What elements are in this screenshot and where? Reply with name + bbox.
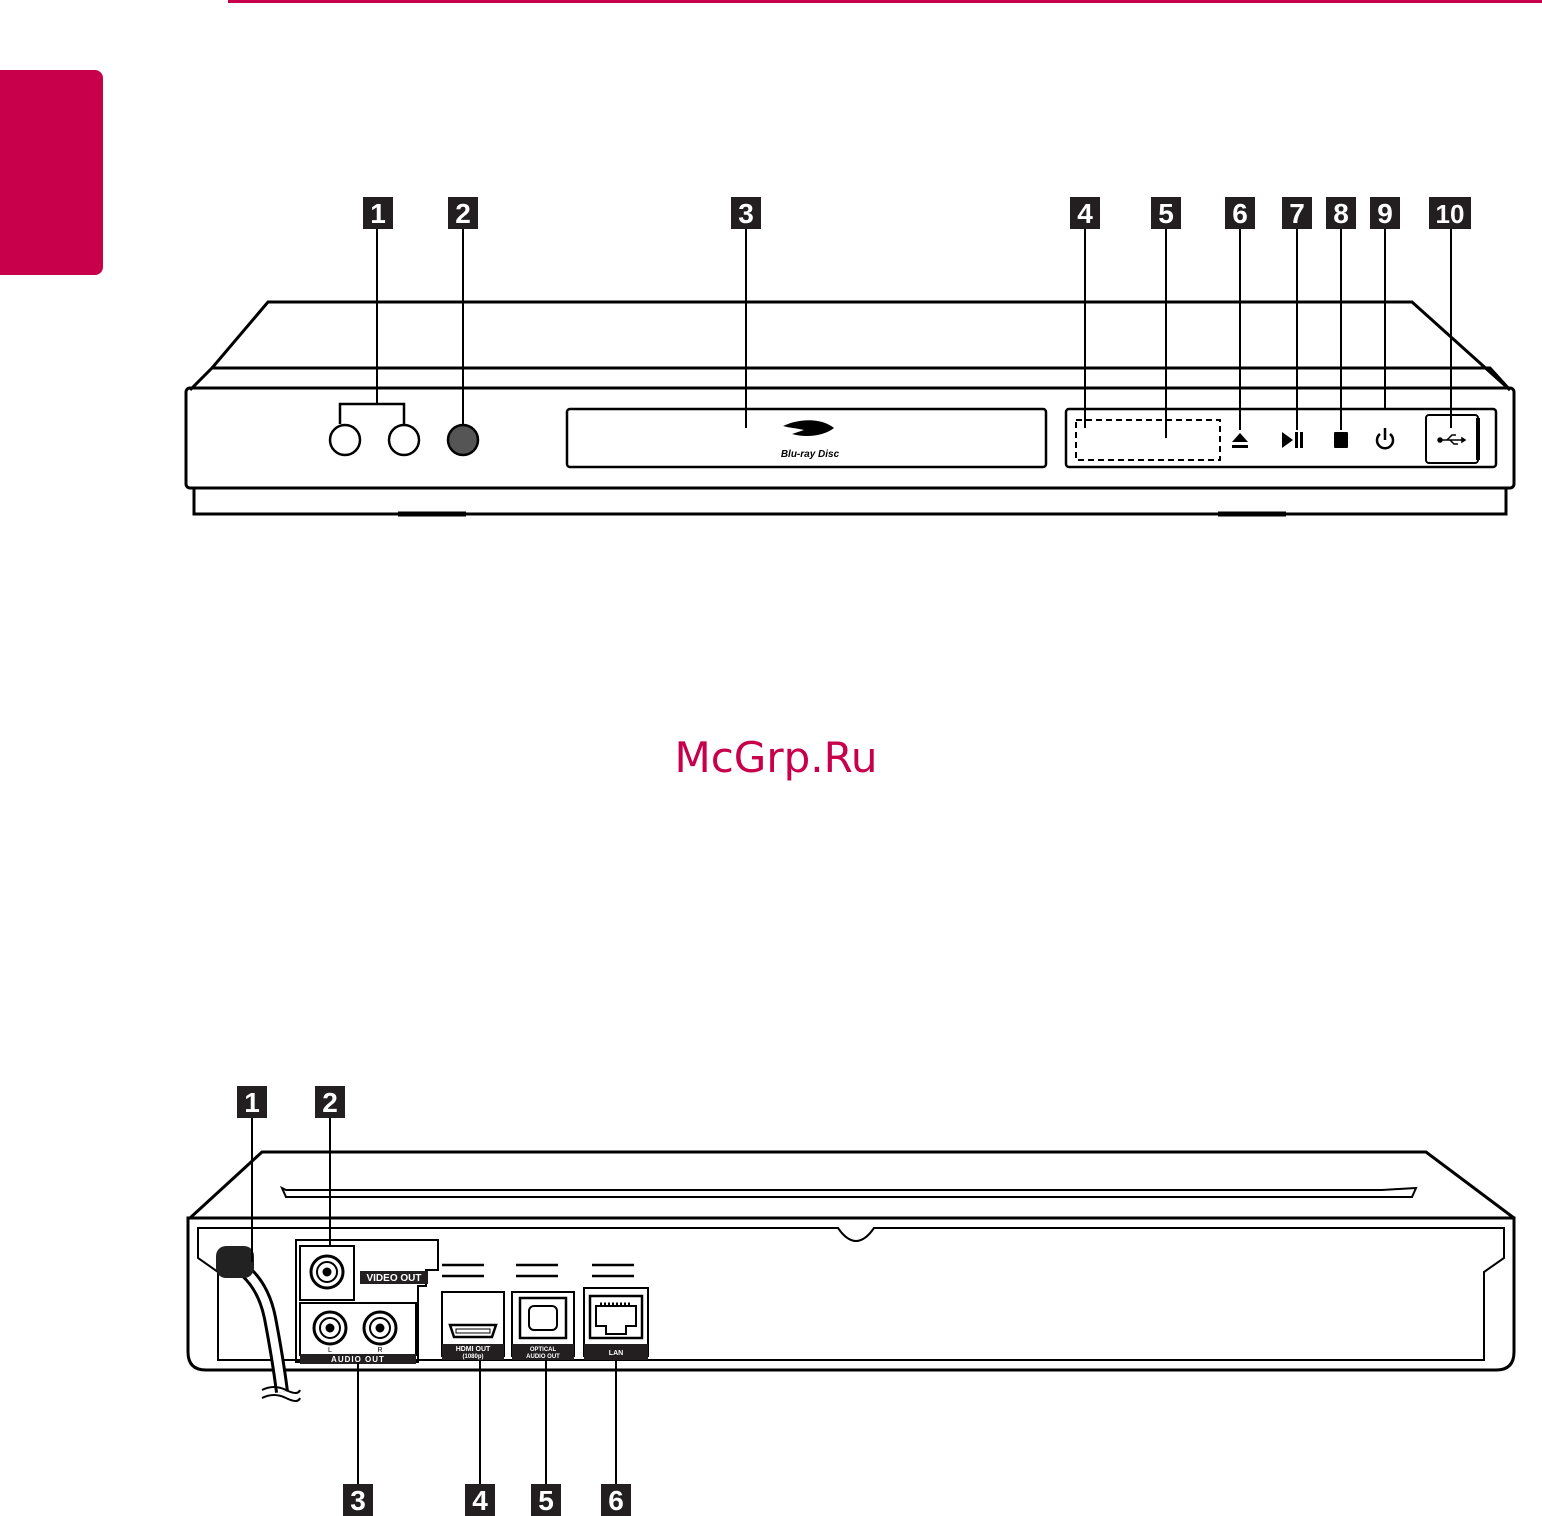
display-window: [1076, 420, 1220, 460]
front-callout-8: 8: [1326, 197, 1356, 229]
front-callout-9-label: 9: [1377, 198, 1393, 229]
front-callout-6-label: 6: [1232, 198, 1248, 229]
front-base: [194, 488, 1506, 514]
video-out-jack[interactable]: [311, 1256, 343, 1288]
rear-top-surface: [190, 1152, 1514, 1218]
rear-inner-frame: [198, 1228, 1504, 1360]
front-callout-8-label: 8: [1333, 198, 1349, 229]
front-callouts: 1 2 3 4 5 6 7 8: [363, 197, 1471, 229]
rear-callout-3: 3: [343, 1484, 373, 1516]
audio-l-label: L: [328, 1347, 332, 1354]
front-callout-10: 10: [1429, 197, 1471, 229]
stop-icon[interactable]: [1334, 432, 1348, 448]
video-out-label: VIDEO OUT: [366, 1273, 421, 1284]
front-callout-5: 5: [1151, 197, 1181, 229]
front-jack-left: [330, 425, 360, 455]
audio-out-right-jack[interactable]: [364, 1312, 396, 1344]
remote-sensor: [448, 425, 478, 455]
bluray-logo-text: Blu-ray Disc: [781, 449, 840, 460]
front-callout-4-label: 4: [1077, 198, 1093, 229]
audio-out-left-jack[interactable]: [314, 1312, 346, 1344]
front-jack-right: [389, 425, 419, 455]
front-callout-9: 9: [1370, 197, 1400, 229]
rear-callout-6: 6: [601, 1484, 631, 1516]
front-callout-1: 1: [363, 197, 393, 229]
rear-callout-5-label: 5: [538, 1485, 554, 1516]
front-top-surface: [212, 302, 1510, 390]
front-callout-3-label: 3: [738, 198, 754, 229]
bluray-logo: Blu-ray Disc: [781, 420, 840, 460]
rear-panel: [188, 1152, 1514, 1370]
rear-callout-2-label: 2: [322, 1087, 338, 1118]
front-leader-lines: [377, 229, 1451, 438]
rear-callout-4-label: 4: [472, 1485, 488, 1516]
watermark: McGrp.Ru: [674, 733, 877, 782]
hdmi-out-label: HDMI OUT: [456, 1346, 491, 1353]
front-callout-2-label: 2: [455, 198, 471, 229]
rear-callout-1-label: 1: [244, 1087, 260, 1118]
front-panel: [186, 302, 1514, 514]
rear-top-groove: [282, 1188, 1416, 1197]
power-icon[interactable]: [1377, 428, 1393, 448]
control-panel: [1066, 409, 1496, 467]
rear-callout-6-label: 6: [608, 1485, 624, 1516]
front-callout-5-label: 5: [1158, 198, 1174, 229]
eject-icon[interactable]: [1232, 433, 1248, 448]
front-callout-2: 2: [448, 197, 478, 229]
optical-label-1: OPTICAL: [530, 1347, 557, 1353]
play-pause-icon[interactable]: [1282, 432, 1303, 448]
front-callout-4: 4: [1070, 197, 1100, 229]
audio-r-label: R: [377, 1347, 382, 1354]
lan-label: LAN: [609, 1350, 623, 1357]
optical-label-2: AUDIO OUT: [526, 1354, 560, 1360]
rear-callout-3-label: 3: [350, 1485, 366, 1516]
rear-callout-4: 4: [465, 1484, 495, 1516]
rear-callout-2: 2: [315, 1086, 345, 1118]
hdmi-res-label: (1080p): [462, 1354, 483, 1360]
front-callout-10-label: 10: [1436, 199, 1465, 229]
audio-out-box: [300, 1303, 416, 1355]
jack-bracket: [340, 404, 404, 424]
front-callout-3: 3: [731, 197, 761, 229]
usb-icon: [1438, 435, 1465, 444]
power-cord[interactable]: [216, 1246, 300, 1401]
front-callout-7: 7: [1282, 197, 1312, 229]
front-callout-6: 6: [1225, 197, 1255, 229]
rear-callout-1: 1: [237, 1086, 267, 1118]
front-callout-1-label: 1: [370, 198, 386, 229]
rear-callout-5: 5: [531, 1484, 561, 1516]
front-callout-7-label: 7: [1289, 198, 1305, 229]
